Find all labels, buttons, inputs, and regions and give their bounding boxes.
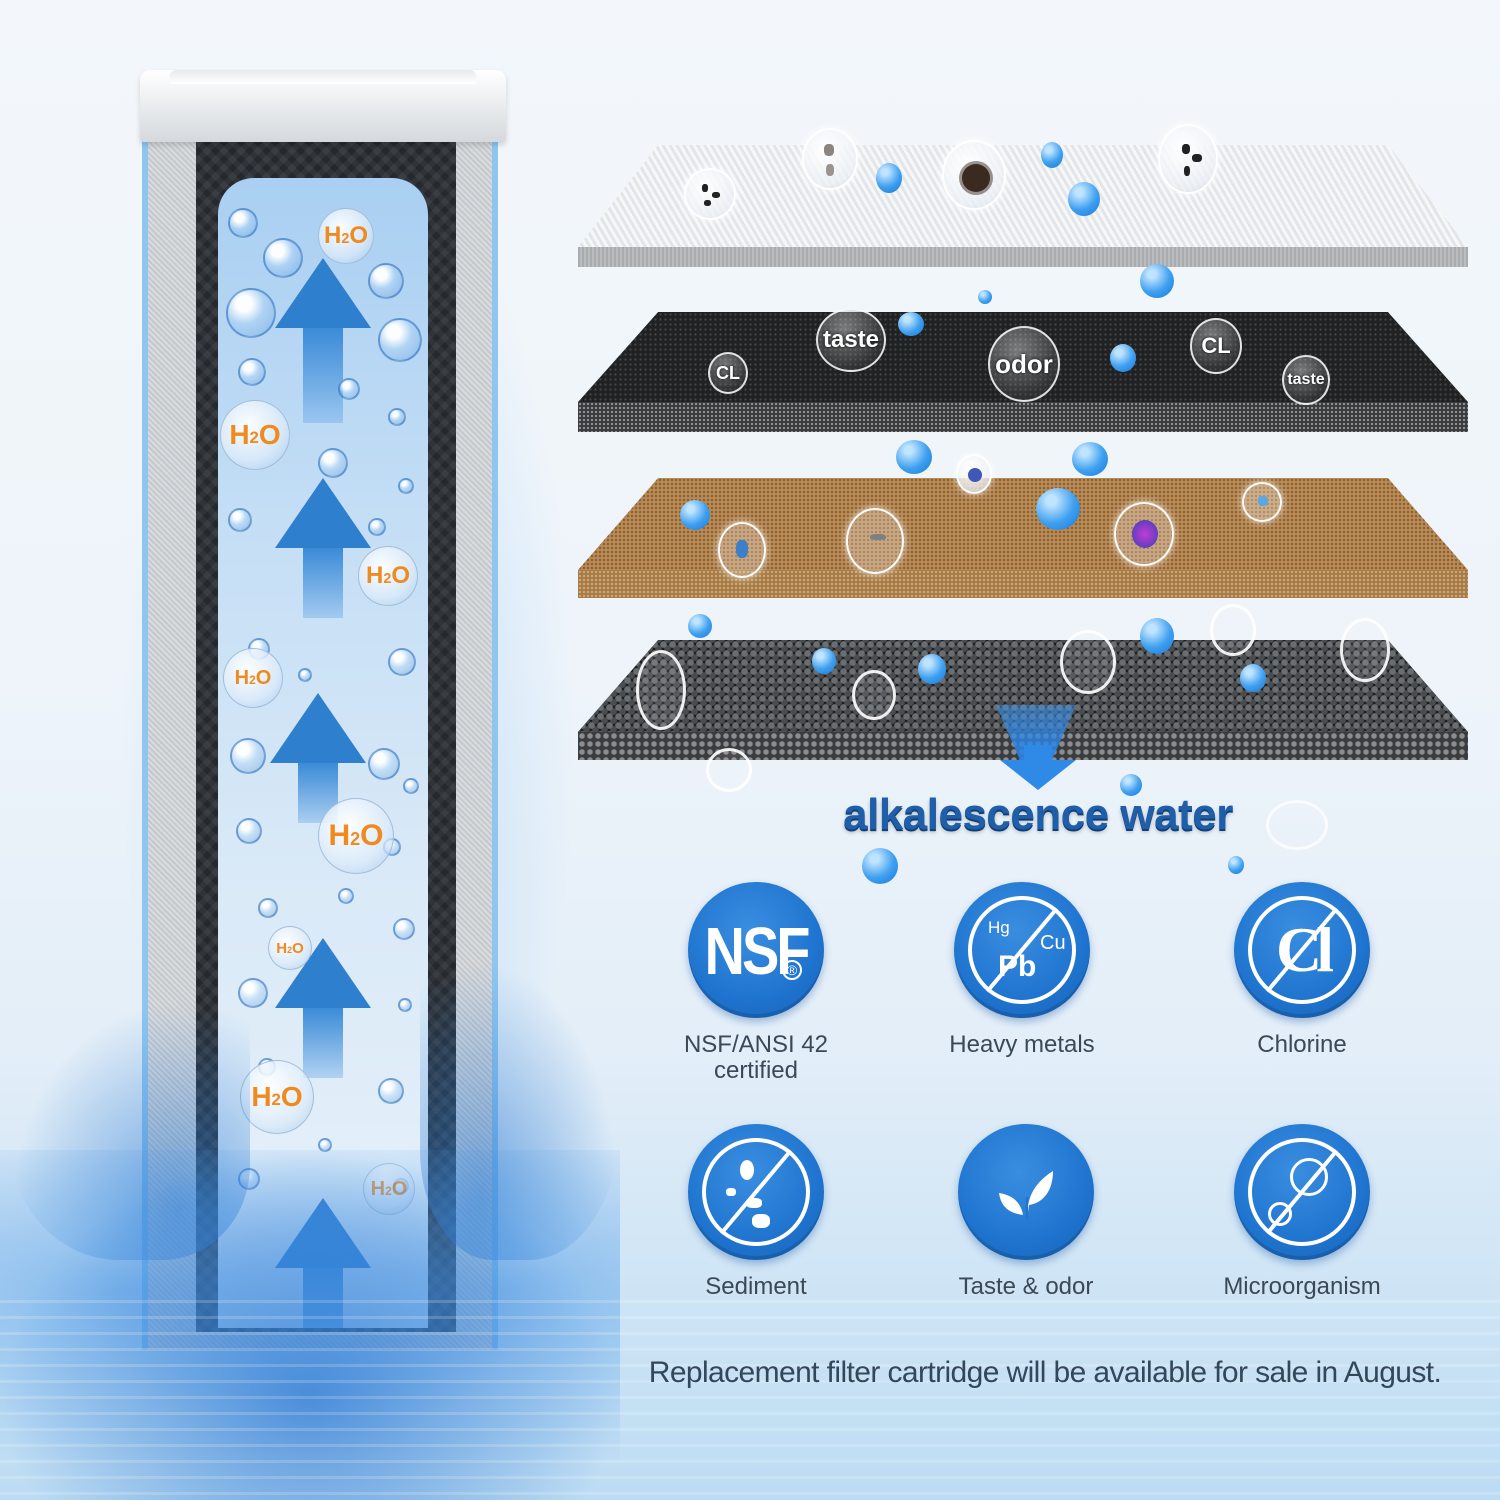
availability-note: Replacement filter cartridge will be ava… xyxy=(648,1356,1442,1389)
water-drop xyxy=(862,848,898,884)
feature-nsf: NSF ® NSF/ANSI 42 certified xyxy=(636,882,876,1084)
air-bubble xyxy=(706,748,752,792)
chlorine-bubble: CL xyxy=(1190,318,1242,374)
water-drop xyxy=(1120,774,1142,796)
up-arrow-icon xyxy=(273,938,373,1078)
microbe-particle-icon xyxy=(718,522,766,578)
taste-bubble: taste xyxy=(816,308,886,372)
water-drop xyxy=(896,440,932,474)
water-drop xyxy=(1041,142,1063,168)
down-arrow-shaft xyxy=(1024,745,1052,763)
sediment-particle-icon xyxy=(684,168,736,220)
water-drop xyxy=(898,312,924,336)
nsf-certified-icon: NSF ® xyxy=(688,882,824,1018)
taste-bubble: taste xyxy=(1282,355,1330,405)
water-drop xyxy=(1240,664,1266,692)
water-drop xyxy=(688,614,712,638)
feature-microorganism: Microorganism xyxy=(1182,1124,1422,1300)
water-drop xyxy=(1068,182,1100,216)
headline: alkalescence water xyxy=(843,790,1233,839)
water-drop xyxy=(876,163,902,193)
water-drop xyxy=(1228,856,1244,874)
dirt-particle-icon xyxy=(1158,124,1218,194)
feature-label: NSF/ANSI 42 certified xyxy=(683,1031,829,1084)
chlorine-bubble: CL xyxy=(708,352,748,394)
feature-chlorine: Cl Chlorine xyxy=(1182,882,1422,1058)
air-bubble xyxy=(1340,618,1390,682)
up-arrow-icon xyxy=(273,258,373,423)
water-drop xyxy=(1072,442,1108,476)
sediment-icon xyxy=(688,1124,824,1260)
virus-particle-icon xyxy=(956,454,992,494)
water-splash xyxy=(0,1150,620,1500)
cartridge-cap-top xyxy=(170,70,476,84)
heavy-metals-icon: Hg Cu Pb xyxy=(954,882,1090,1018)
odor-bubble: odor xyxy=(988,326,1060,402)
bacteria-particle-icon xyxy=(942,140,1006,210)
feature-label: Microorganism xyxy=(1223,1273,1381,1300)
sand-filter-layer xyxy=(578,478,1468,598)
air-bubble xyxy=(852,670,896,720)
leaf-icon xyxy=(999,1171,1053,1219)
air-bubble xyxy=(1060,630,1116,694)
water-drop xyxy=(918,654,946,684)
feature-sediment: Sediment xyxy=(636,1124,876,1300)
water-drop xyxy=(1140,618,1174,654)
water-drop xyxy=(812,648,836,674)
bacilli-particle-icon xyxy=(846,508,904,574)
feature-heavy-metals: Hg Cu Pb Heavy metals xyxy=(902,882,1142,1058)
cartridge-water-window: H2O H2O H2O H2O H2O H2O H2O H2O xyxy=(218,178,428,1328)
feature-label: Chlorine xyxy=(1257,1031,1347,1058)
air-bubble xyxy=(636,650,686,730)
air-bubble xyxy=(1266,800,1328,850)
water-drop xyxy=(1140,264,1174,298)
feature-label: Sediment xyxy=(705,1273,807,1300)
rust-particle-icon xyxy=(802,128,858,190)
feature-label: Taste & odor xyxy=(958,1273,1094,1300)
water-drop xyxy=(1110,344,1136,372)
water-drop xyxy=(1036,488,1080,530)
feature-label: Heavy metals xyxy=(949,1031,1095,1058)
feature-taste-odor: Taste & odor xyxy=(906,1124,1146,1300)
microorganism-icon xyxy=(1234,1124,1370,1260)
up-arrow-icon xyxy=(273,478,373,618)
leaf-icon xyxy=(958,1124,1094,1260)
cell-particle-icon xyxy=(1114,502,1174,566)
air-bubble xyxy=(1210,604,1256,656)
down-arrow-icon xyxy=(1000,760,1076,790)
water-surface xyxy=(0,1300,1500,1500)
microbe-particle-icon xyxy=(1242,482,1282,522)
water-drop xyxy=(680,500,710,530)
chlorine-icon: Cl xyxy=(1234,882,1370,1018)
water-drop xyxy=(978,290,992,304)
